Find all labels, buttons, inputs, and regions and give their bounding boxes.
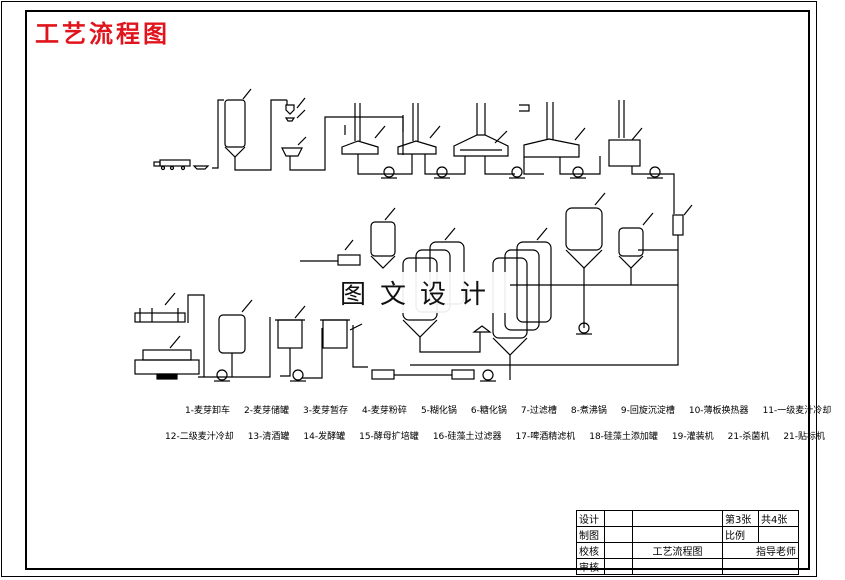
legend-item: 18-硅藻土添加罐 — [589, 432, 658, 442]
hopper-icon — [192, 165, 210, 170]
legend-item: 17-啤酒精滤机 — [515, 432, 576, 442]
plate-filter-icon — [300, 239, 361, 266]
instructor-label: 指导老师 — [722, 542, 799, 559]
legend-item: 16-硅藻土过滤器 — [432, 432, 502, 442]
pump-icon — [381, 166, 397, 179]
pump-icon — [576, 322, 592, 335]
pasteurizer-icon — [134, 335, 200, 380]
sheet-number: 第3张 — [722, 510, 759, 527]
legend-item: 21-杀菌机 — [727, 432, 770, 442]
heat-exchanger-icon — [371, 369, 475, 380]
whirlpool-icon — [608, 100, 675, 214]
drawing-outer-border — [1, 1, 817, 577]
legend-item: 5-糊化锅 — [420, 406, 457, 416]
bright-beer-tank-icon — [198, 299, 271, 378]
mill-icon — [281, 97, 404, 171]
legend-item: 6-糖化锅 — [470, 406, 507, 416]
legend-item: 3-麦芽暂存 — [302, 406, 348, 416]
pump-icon — [570, 166, 586, 179]
legend-item: 19-灌装机 — [671, 432, 714, 442]
fermentation-tank-icon — [510, 192, 678, 328]
legend-row-2: 12-二级麦汁冷却 13-清酒罐 14-发酵罐 15-酵母扩培罐 16-硅藻土过滤器 17… — [165, 429, 839, 442]
wort-kettle-icon — [519, 102, 601, 175]
legend-item: 10-薄板换热器 — [688, 406, 749, 416]
legend-item: 21-贴标机 — [783, 432, 826, 442]
title-block: 设计 第3张 共4张 制图 比例 校核 工艺流程图 指导老师 审核 — [576, 510, 799, 575]
drawing-title: 工艺流程图 — [35, 19, 170, 48]
design-label: 设计 — [576, 510, 605, 527]
pump-icon — [214, 369, 230, 382]
legend-item: 4-麦芽粉碎 — [361, 406, 407, 416]
yeast-tank-icon — [370, 207, 396, 269]
scale-label: 比例 — [722, 526, 759, 543]
legend-item: 1-麦芽卸车 — [185, 406, 230, 416]
pump-icon — [647, 166, 663, 179]
legend-item: 15-酵母扩培罐 — [359, 432, 419, 442]
legend-item: 2-麦芽储罐 — [243, 406, 289, 416]
drawing-frame — [25, 10, 810, 570]
legend-item: 14-发酵罐 — [303, 432, 346, 442]
lauter-tun-icon — [453, 103, 515, 175]
pump-icon — [434, 166, 450, 179]
pump-icon — [509, 166, 525, 179]
review-label: 审核 — [576, 558, 605, 575]
pump-icon — [290, 369, 306, 382]
check-label: 校核 — [576, 542, 605, 559]
filling-machine-icon — [134, 292, 205, 377]
truck-icon — [153, 159, 191, 171]
watermark-text: 图文设计 — [330, 272, 511, 313]
total-sheets: 共4张 — [758, 510, 799, 527]
legend-item: 8-煮沸锅 — [570, 406, 607, 416]
wort-cooler-icon — [410, 204, 693, 366]
pump-icon — [480, 369, 496, 382]
drawing-name: 工艺流程图 — [632, 542, 723, 559]
mash-kettle-icon — [341, 103, 388, 175]
legend-item: 11-一级麦汁冷却 — [762, 406, 832, 416]
legend-row-1: 1-麦芽卸车 2-麦芽储罐 3-麦芽暂存 4-麦芽粉碎 5-糊化锅 6-糖化锅 7-过滤槽 8… — [185, 403, 845, 416]
mash-tun-icon — [388, 103, 455, 175]
malt-silo-icon — [212, 88, 287, 171]
legend-item: 12-二级麦汁冷却 — [165, 432, 234, 442]
legend-item: 7-过滤槽 — [520, 406, 557, 416]
diatomite-tank-icon — [275, 305, 368, 379]
draw-label: 制图 — [576, 526, 605, 543]
legend-item: 9-回旋沉淀槽 — [620, 406, 675, 416]
legend-item: 13-清酒罐 — [247, 432, 290, 442]
